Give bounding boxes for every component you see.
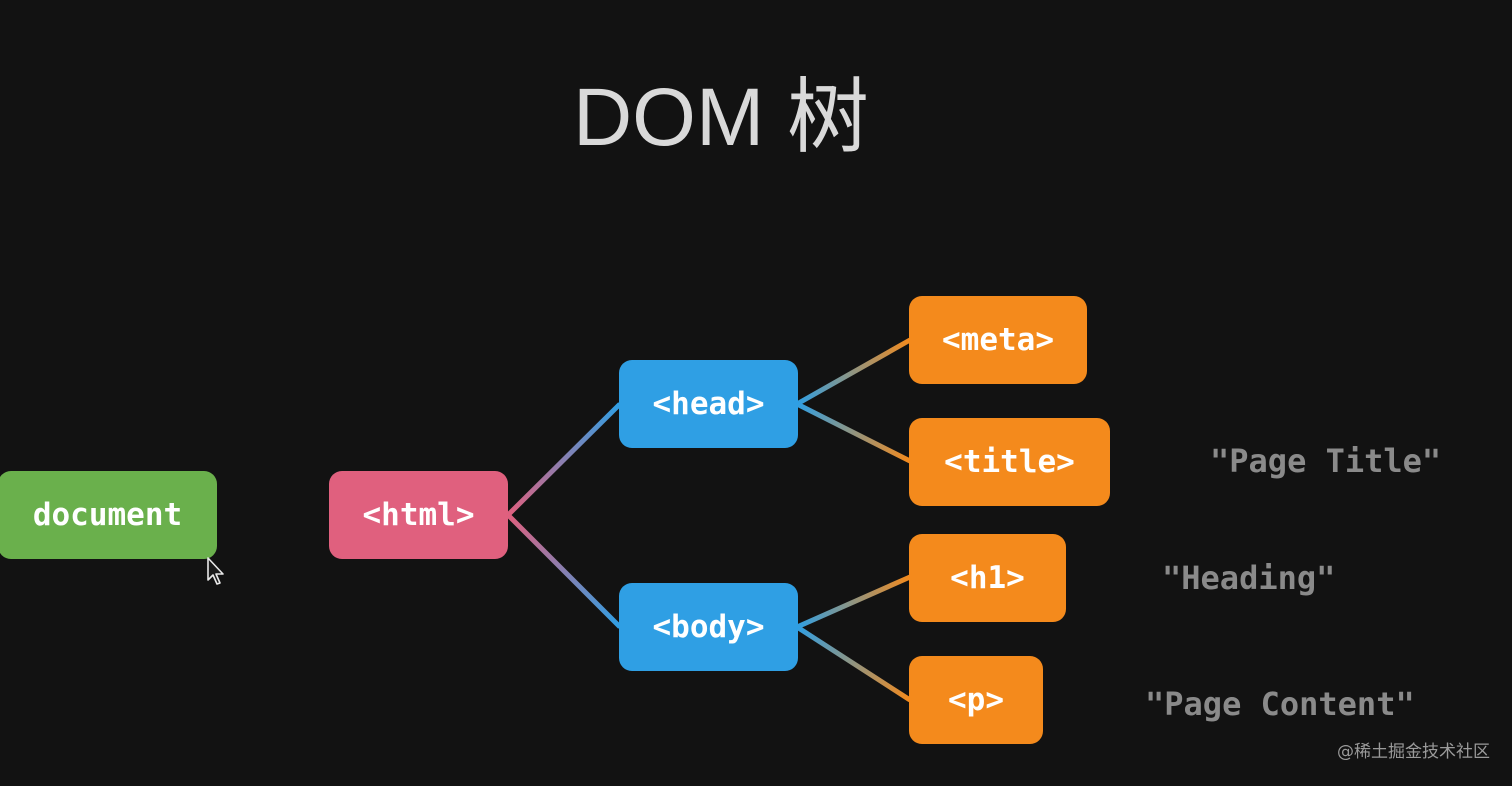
mouse-cursor-icon	[206, 556, 228, 591]
watermark: @稀土掘金技术社区	[1337, 742, 1490, 762]
edge-body-p	[795, 624, 912, 703]
node-body: <body>	[619, 583, 798, 671]
text-node-heading: "Heading"	[1162, 559, 1336, 597]
text-node-page-content: "Page Content"	[1145, 685, 1415, 723]
node-title: <title>	[909, 418, 1110, 506]
node-p: <p>	[909, 656, 1043, 744]
node-document: document	[0, 471, 217, 559]
node-html: <html>	[329, 471, 508, 559]
slide-title: DOM 树	[572, 72, 870, 163]
node-head: <head>	[619, 360, 798, 448]
edge-head-meta	[795, 337, 912, 407]
edge-body-h1	[795, 574, 912, 630]
node-meta: <meta>	[909, 296, 1087, 384]
text-node-page-title: "Page Title"	[1210, 442, 1442, 480]
edge-head-title	[795, 401, 912, 464]
node-h1: <h1>	[909, 534, 1066, 622]
edge-html-head	[506, 402, 622, 517]
edge-html-body	[506, 513, 622, 629]
